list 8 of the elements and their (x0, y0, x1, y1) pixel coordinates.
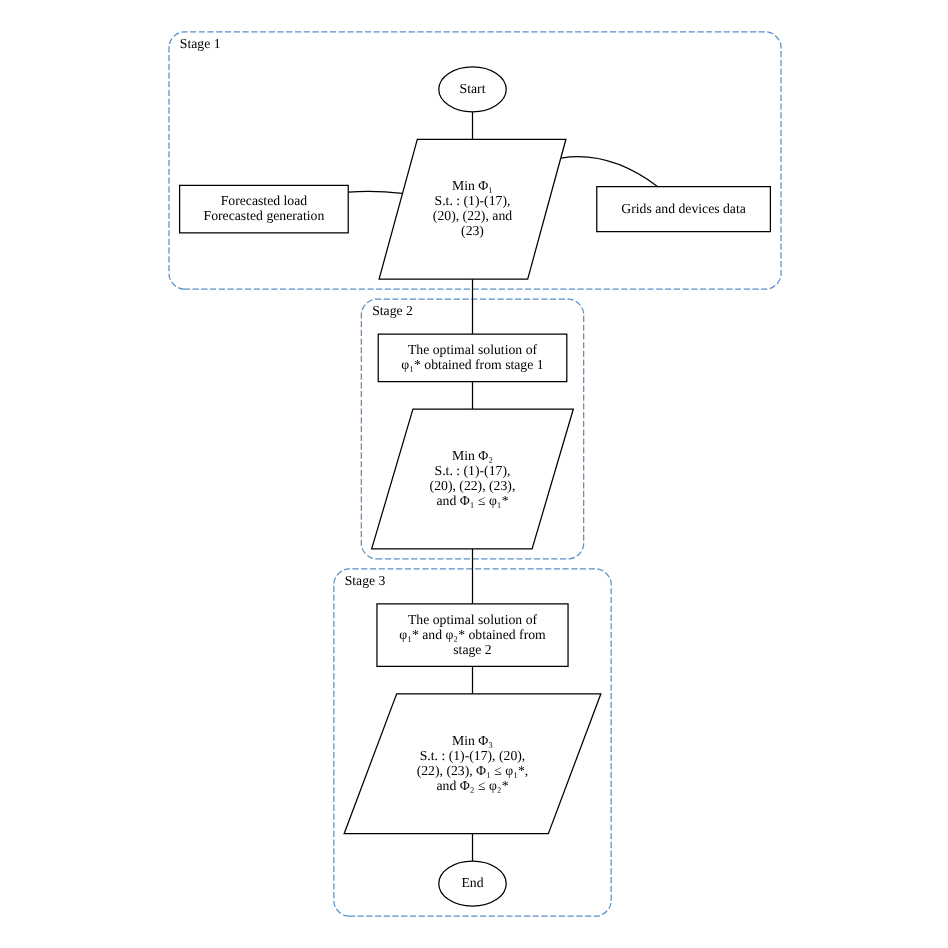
connector (470, 381, 473, 410)
connector (470, 548, 473, 605)
connector (346, 190, 402, 194)
connector (470, 278, 473, 335)
connector (470, 665, 473, 695)
connector (470, 111, 473, 140)
connector (470, 833, 473, 862)
connector (559, 156, 658, 188)
